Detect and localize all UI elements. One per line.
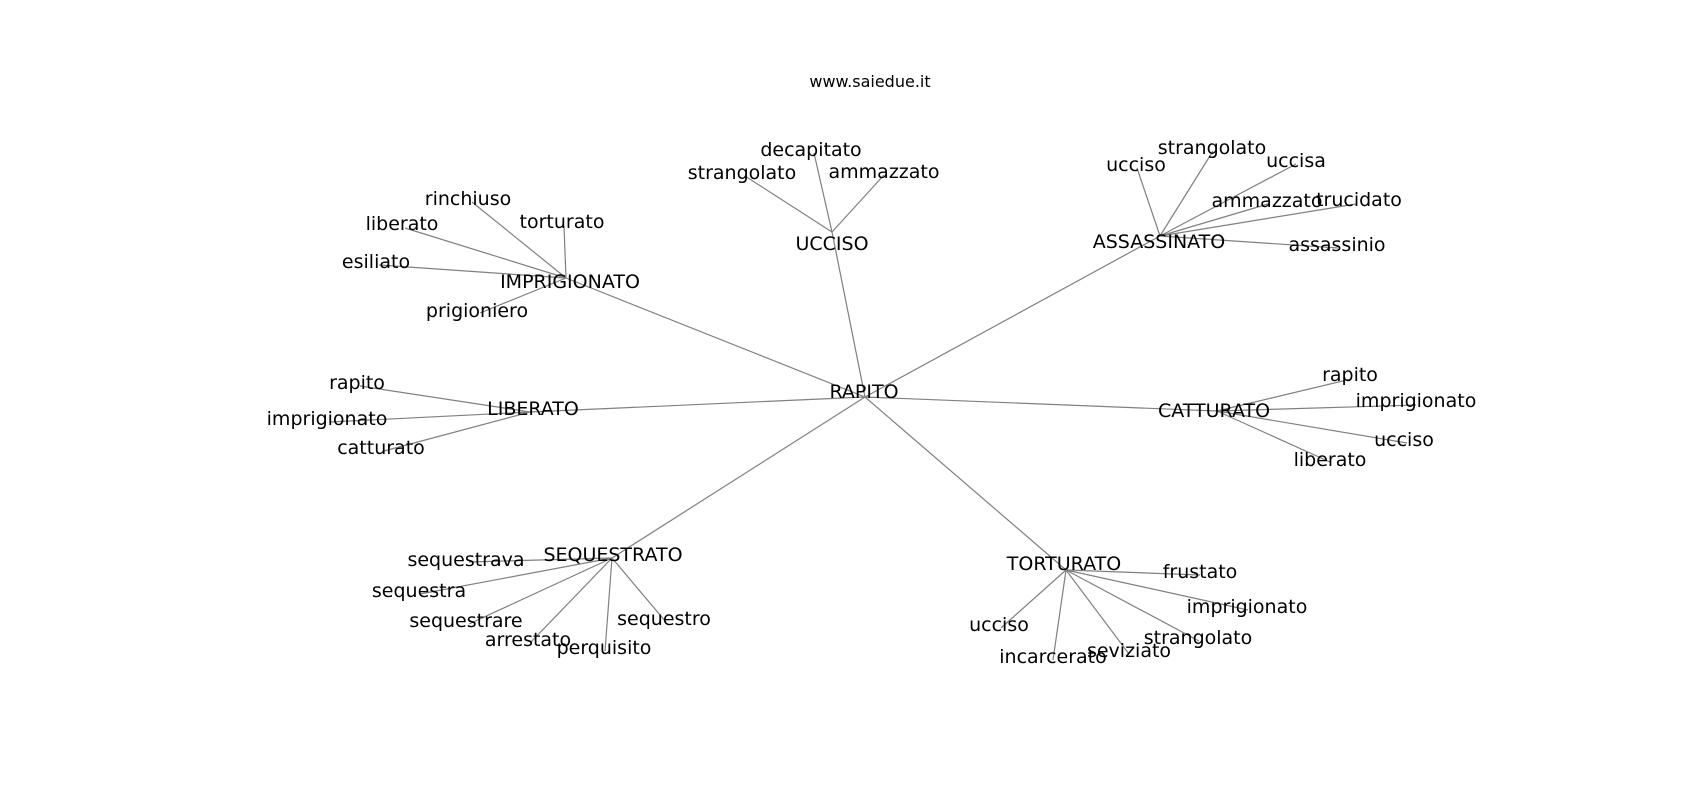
edge-rapito-assassinato [864,235,1161,398]
edge-rapito-torturato [864,396,1067,571]
leaf-node-imprigionato-esiliato: esiliato [342,251,410,273]
leaf-node-torturato-frustato: frustato [1163,561,1238,583]
leaf-node-ucciso-decapitato: decapitato [760,139,861,161]
edge-torturato-strangolato [1065,569,1200,642]
leaf-node-liberato-catturato: catturato [337,437,425,459]
edge-imprigionato-liberato [404,227,567,279]
edge-assassinato-ammazzato [1159,203,1269,237]
edge-imprigionato-prigioniero [479,277,567,314]
leaf-node-torturato-seviziato: seviziato [1087,640,1171,662]
edge-liberato-catturato [383,411,531,452]
leaf-node-sequestrato-sequestrava: sequestrava [407,549,524,571]
leaf-node-sequestrato-sequestro: sequestro [617,608,711,630]
leaf-node-assassinato-uccisa: uccisa [1266,150,1326,172]
leaf-node-catturato-imprigionato: imprigionato [1356,390,1477,412]
edges-layer [329,150,1417,661]
edge-sequestrato-sequestro [611,557,667,623]
hub-node-liberato: LIBERATO [487,398,579,420]
edge-liberato-imprigionato [329,411,531,423]
leaf-node-torturato-strangolato: strangolato [1144,627,1253,649]
leaf-node-ucciso-strangolato: strangolato [688,162,797,184]
leaf-node-assassinato-trucidato: trucidato [1316,189,1402,211]
hub-node-torturato: TORTURATO [1006,553,1121,575]
edge-catturato-liberato [1216,410,1331,463]
edge-rapito-sequestrato [611,396,866,559]
edge-catturato-ucciso [1216,410,1408,444]
hub-node-assassinato: ASSASSINATO [1093,231,1226,253]
leaf-node-liberato-rapito: rapito [329,372,385,394]
edge-sequestrato-arrestato [530,557,613,643]
edge-sequestrato-perquisito [604,557,613,652]
leaf-node-ucciso-ammazzato: ammazzato [829,161,940,183]
edge-assassinato-uccisa [1159,163,1297,237]
leaf-node-imprigionato-liberato: liberato [366,213,439,235]
edge-torturato-seviziato [1065,569,1130,655]
leaf-node-sequestrato-sequestrare: sequestrare [409,610,522,632]
hub-node-catturato: CATTURATO [1158,400,1270,422]
hub-node-ucciso: UCCISO [795,233,868,255]
leaf-node-torturato-imprigionato: imprigionato [1187,596,1308,618]
leaf-node-sequestrato-arrestato: arrestato [485,629,571,651]
edge-assassinato-strangolato [1159,150,1214,237]
edge-ucciso-ammazzato [831,174,885,233]
center-node-rapito: RAPITO [829,381,898,403]
edge-imprigionato-torturato [563,225,567,279]
leaf-node-catturato-ucciso: ucciso [1374,429,1434,451]
leaf-node-catturato-liberato: liberato [1294,449,1367,471]
hub-node-imprigionato: IMPRIGIONATO [500,271,640,293]
edge-rapito-liberato [529,396,866,413]
edge-sequestrato-sequestrare [468,557,613,625]
edge-liberato-rapito [359,385,531,413]
leaf-node-sequestrato-sequestra: sequestra [372,580,466,602]
leaf-node-assassinato-assassinio: assassinio [1288,234,1385,256]
edge-torturato-incarcerato [1052,569,1067,661]
edge-rapito-catturato [864,396,1218,412]
leaf-node-sequestrato-perquisito: perquisito [557,637,652,659]
edge-rapito-ucciso [831,231,866,398]
edge-sequestrato-sequestra [419,557,613,595]
edge-ucciso-decapitato [813,152,833,233]
edge-assassinato-trucidato [1159,203,1357,237]
hub-node-sequestrato: SEQUESTRATO [543,544,682,566]
leaf-node-assassinato-ucciso: ucciso [1106,154,1166,176]
leaf-node-torturato-ucciso: ucciso [969,614,1029,636]
edge-catturato-rapito [1216,378,1352,412]
leaf-node-catturato-rapito: rapito [1322,364,1378,386]
edge-sequestrato-sequestrava [468,557,613,563]
edge-assassinato-assassinio [1159,235,1339,249]
edge-rapito-imprigionato [565,277,866,398]
edge-ucciso-strangolato [744,175,833,233]
leaf-node-imprigionato-rinchiuso: rinchiuso [425,188,511,210]
source-label: www.saiedue.it [809,72,931,91]
edge-torturato-ucciso [1000,569,1067,629]
leaf-node-assassinato-ammazzato: ammazzato [1212,190,1323,212]
edge-torturato-imprigionato [1065,569,1249,611]
leaf-node-assassinato-strangolato: strangolato [1158,137,1267,159]
edge-imprigionato-esiliato [378,264,567,279]
leaf-node-torturato-incarcerato: incarcerato [999,646,1106,668]
edge-catturato-imprigionato [1216,404,1417,412]
leaf-node-liberato-imprigionato: imprigionato [267,408,388,430]
edge-assassinato-ucciso [1136,167,1161,237]
leaf-node-imprigionato-prigioniero: prigioniero [426,300,528,322]
leaf-node-imprigionato-torturato: torturato [520,211,605,233]
edge-imprigionato-rinchiuso [471,201,567,279]
edge-torturato-frustato [1065,569,1201,576]
